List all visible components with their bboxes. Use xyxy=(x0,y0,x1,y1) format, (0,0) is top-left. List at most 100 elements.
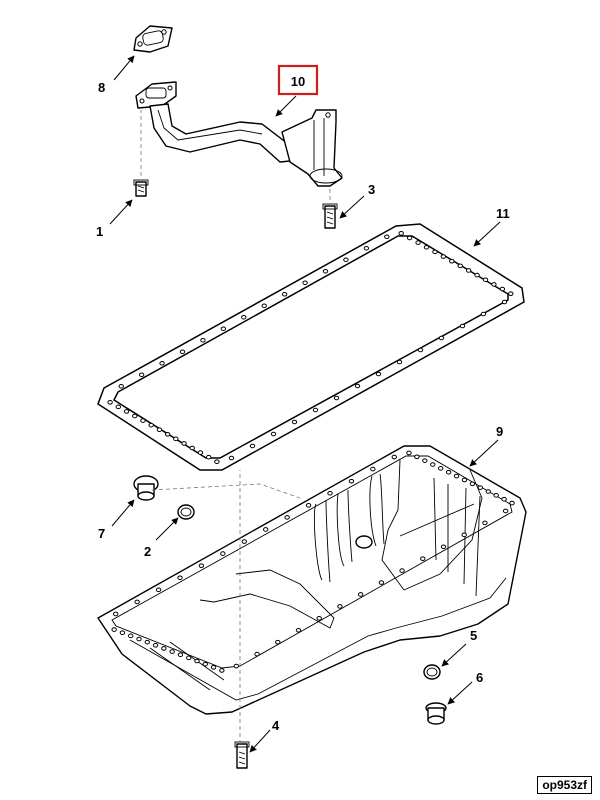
pan-bolt-hole xyxy=(440,544,447,550)
gasket-bolt-hole xyxy=(440,254,447,259)
pan-bolt-hole xyxy=(113,611,119,617)
gasket-bolt-hole xyxy=(363,245,370,251)
gasket-bolt-hole xyxy=(415,240,421,245)
pan-bolt-hole xyxy=(210,664,217,670)
assembly-center-lines xyxy=(140,110,331,744)
pan-bolt-hole xyxy=(406,450,412,456)
pan-bolt-hole xyxy=(482,520,488,526)
leader-lines xyxy=(109,55,501,753)
gasket-bolt-hole xyxy=(438,335,445,341)
gasket-bolt-hole xyxy=(200,337,206,343)
pan-bolt-hole xyxy=(305,503,312,508)
gasket-bolt-hole xyxy=(189,445,195,451)
pan-bolt-hole xyxy=(144,639,150,645)
oil-drain-plug xyxy=(425,702,447,725)
gasket-bolt-hole xyxy=(302,280,308,286)
pickup-tube-bolt xyxy=(133,179,149,197)
pan-bolt-hole xyxy=(370,466,376,472)
pan-bolt-hole xyxy=(128,633,134,639)
drain-plug-o-ring xyxy=(423,664,441,680)
gasket-bolt-hole xyxy=(449,258,455,264)
gasket-bolt-hole xyxy=(220,326,227,332)
pan-bolt-hole xyxy=(453,473,460,479)
pickup-tube-gasket xyxy=(133,25,173,53)
pan-bolt-hole xyxy=(152,642,159,648)
pan-bolt-hole xyxy=(194,658,200,664)
pan-bolt-hole xyxy=(134,599,140,605)
reference-code-label: op953zf xyxy=(537,776,592,794)
pan-bolt-hole xyxy=(233,663,240,669)
pan-bolt-hole xyxy=(391,454,397,460)
gasket-bolt-hole xyxy=(159,360,165,366)
pan-bolt-hole xyxy=(502,508,509,514)
gasket-bolt-hole xyxy=(291,419,298,425)
pan-bolt-hole xyxy=(461,532,467,538)
callout-1: 1 xyxy=(96,224,103,239)
pan-bolt-hole xyxy=(501,496,507,502)
pan-bolt-hole xyxy=(348,478,355,484)
pan-bolt-hole xyxy=(202,661,208,667)
gasket-bolt-hole xyxy=(148,422,154,428)
pan-bolt-hole xyxy=(422,458,428,463)
callout-3: 3 xyxy=(368,182,375,197)
gasket-bolt-hole xyxy=(228,455,235,461)
gasket-bolt-hole xyxy=(333,395,340,401)
oil-pan-gasket xyxy=(97,223,525,471)
gasket-bolt-hole xyxy=(173,436,179,442)
pan-bolt-hole xyxy=(485,489,491,494)
pan-bolt-hole xyxy=(378,580,385,585)
pan-bolt-hole xyxy=(220,551,226,556)
callout-10-highlight[interactable]: 10 xyxy=(277,64,319,96)
pan-bolt-hole xyxy=(461,477,468,483)
gasket-bolt-hole xyxy=(115,404,122,410)
gasket-bolt-hole xyxy=(140,418,146,423)
gasket-bolt-hole xyxy=(459,323,466,329)
gasket-bolt-hole xyxy=(423,244,430,250)
pan-bolt-hole xyxy=(414,454,420,460)
gasket-bolt-hole xyxy=(241,314,247,320)
oil-pan xyxy=(97,445,527,715)
pan-bolt-hole xyxy=(169,649,175,654)
callout-9: 9 xyxy=(496,424,503,439)
gasket-bolt-hole xyxy=(480,311,487,317)
gasket-bolt-hole xyxy=(214,459,220,465)
gasket-bolt-hole xyxy=(398,231,404,236)
pan-bolt-hole xyxy=(477,485,484,490)
gasket-bolt-hole xyxy=(501,299,508,305)
gasket-bolt-hole xyxy=(312,407,319,413)
gasket-bolt-hole xyxy=(432,249,438,255)
gasket-bolt-hole xyxy=(375,371,382,377)
pan-bolt-hole xyxy=(469,481,476,487)
pan-bolt-hole xyxy=(111,627,117,632)
pan-bolt-hole xyxy=(357,592,364,597)
oil-pickup-tube xyxy=(135,81,343,187)
pan-bolt-hole xyxy=(420,556,426,561)
gasket-bolt-hole xyxy=(281,291,288,297)
pan-bolt-hole xyxy=(136,636,142,642)
callout-6: 6 xyxy=(476,670,483,685)
gasket-bolt-hole xyxy=(384,234,390,240)
gasket-bolt-hole xyxy=(132,413,138,419)
gasket-bolt-hole xyxy=(107,399,113,405)
pan-bolt-hole xyxy=(198,563,205,568)
callout-8: 8 xyxy=(98,80,105,95)
gasket-bolt-hole xyxy=(343,257,349,263)
gasket-bolt-hole xyxy=(474,272,480,278)
pan-bolt-hole xyxy=(337,604,343,609)
gasket-bolt-hole xyxy=(417,347,424,353)
pan-bolt-hole xyxy=(437,466,444,471)
gasket-bolt-hole xyxy=(270,431,277,437)
gasket-bolt-hole xyxy=(482,277,489,283)
pan-bolt-hole xyxy=(327,490,333,496)
gasket-bolt-hole xyxy=(261,303,267,309)
gasket-bolt-hole xyxy=(123,409,130,414)
gasket-bolt-hole xyxy=(164,431,171,437)
gasket-bolt-hole xyxy=(205,454,212,460)
gasket-bolt-hole xyxy=(156,427,163,433)
pan-bolt-hole xyxy=(263,527,269,532)
callout-4: 4 xyxy=(272,718,280,733)
callout-10: 10 xyxy=(291,74,305,89)
callout-7: 7 xyxy=(98,526,105,541)
callout-11: 11 xyxy=(496,206,510,221)
